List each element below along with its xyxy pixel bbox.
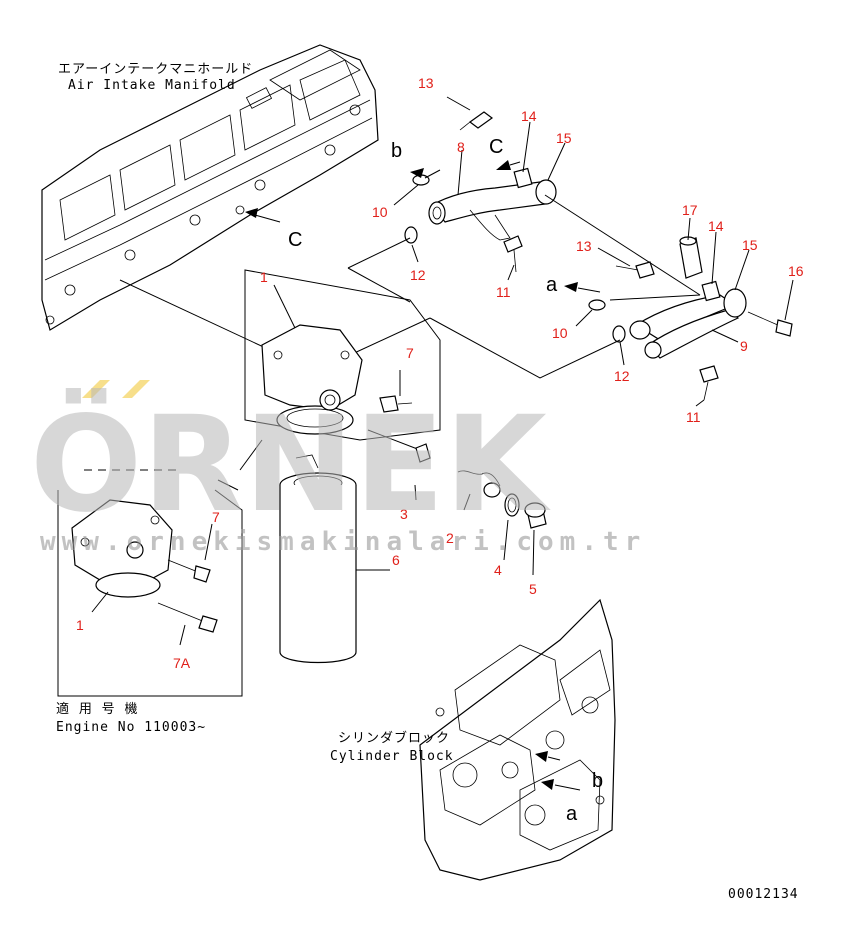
inset-frame bbox=[57, 439, 263, 697]
view-letter-b-block: b bbox=[592, 770, 603, 792]
drawing-number: 00012134 bbox=[728, 887, 799, 902]
cylinder-label-jp: シリンダブロック bbox=[338, 730, 450, 746]
watermark: ÖRNEK www.ornekismakinalari.com.tr bbox=[30, 380, 646, 557]
callout-1-inset: 1 bbox=[76, 617, 84, 633]
bolt-13-right bbox=[615, 261, 655, 279]
oil-filter-6 bbox=[279, 454, 390, 664]
o-ring-12-right bbox=[612, 325, 626, 343]
callout-7-inset: 7 bbox=[212, 509, 220, 525]
o-ring-12-top bbox=[404, 226, 418, 244]
callout-13-top: 13 bbox=[418, 75, 434, 91]
view-letter-c-manifold: C bbox=[288, 229, 302, 251]
manifold-label-en: Air Intake Manifold bbox=[68, 78, 236, 93]
bolt-16 bbox=[747, 311, 793, 337]
tube-assembly-8 bbox=[428, 167, 557, 241]
callout-2: 2 bbox=[446, 530, 454, 546]
callout-6: 6 bbox=[392, 552, 400, 568]
callout-9: 9 bbox=[740, 338, 748, 354]
engine-number-label: Engine No 110003~ bbox=[56, 720, 206, 735]
watermark-brand: ÖRNEK bbox=[30, 388, 551, 542]
callout-7A: 7A bbox=[173, 655, 191, 671]
callout-11-top: 11 bbox=[496, 284, 511, 300]
view-letter-a-block: a bbox=[566, 803, 578, 825]
leader-lines bbox=[273, 121, 794, 407]
gasket-10-right bbox=[588, 299, 606, 311]
callout-10-top: 10 bbox=[372, 204, 388, 220]
callout-numbers: 1 1 2 3 4 5 6 7 7 7A 8 9 10 10 11 11 12 … bbox=[76, 75, 804, 671]
bolt-11-right bbox=[699, 365, 719, 401]
callout-12-top: 12 bbox=[410, 267, 426, 283]
bolt-13-top bbox=[446, 96, 494, 131]
view-letter-b-top: b bbox=[391, 140, 402, 162]
callout-8: 8 bbox=[457, 139, 465, 155]
view-letter-c-top: C bbox=[489, 136, 503, 158]
cylinder-block bbox=[419, 598, 616, 881]
applicable-label-jp: 適 用 号 機 bbox=[56, 701, 138, 717]
callout-10-right: 10 bbox=[552, 325, 568, 341]
callout-14-right: 14 bbox=[708, 218, 724, 234]
spacer-17 bbox=[679, 236, 703, 279]
manifold-label-jp: エアーインテークマニホールド bbox=[58, 62, 253, 77]
filter-head-1 bbox=[244, 269, 441, 441]
callout-1-main: 1 bbox=[260, 269, 268, 285]
callout-17: 17 bbox=[682, 202, 698, 218]
callout-14-top: 14 bbox=[521, 108, 537, 124]
callout-15-right: 15 bbox=[742, 237, 758, 253]
callout-4: 4 bbox=[494, 562, 502, 578]
callout-13-right: 13 bbox=[576, 238, 592, 254]
callout-12-right: 12 bbox=[614, 368, 630, 384]
cylinder-label-en: Cylinder Block bbox=[330, 749, 454, 764]
air-intake-manifold bbox=[41, 44, 379, 331]
watermark-url: www.ornekismakinalari.com.tr bbox=[40, 527, 646, 557]
view-letter-a-mid: a bbox=[546, 274, 558, 296]
callout-11-right: 11 bbox=[686, 409, 701, 425]
valve-parts bbox=[367, 429, 547, 576]
bolt-11-top bbox=[503, 235, 523, 273]
callout-3: 3 bbox=[400, 506, 408, 522]
callout-5: 5 bbox=[529, 581, 537, 597]
callout-16: 16 bbox=[788, 263, 804, 279]
callout-15-top: 15 bbox=[556, 130, 572, 146]
bolt-7-center bbox=[379, 370, 413, 413]
tube-assembly-9 bbox=[629, 280, 747, 359]
callout-7-main: 7 bbox=[406, 345, 414, 361]
